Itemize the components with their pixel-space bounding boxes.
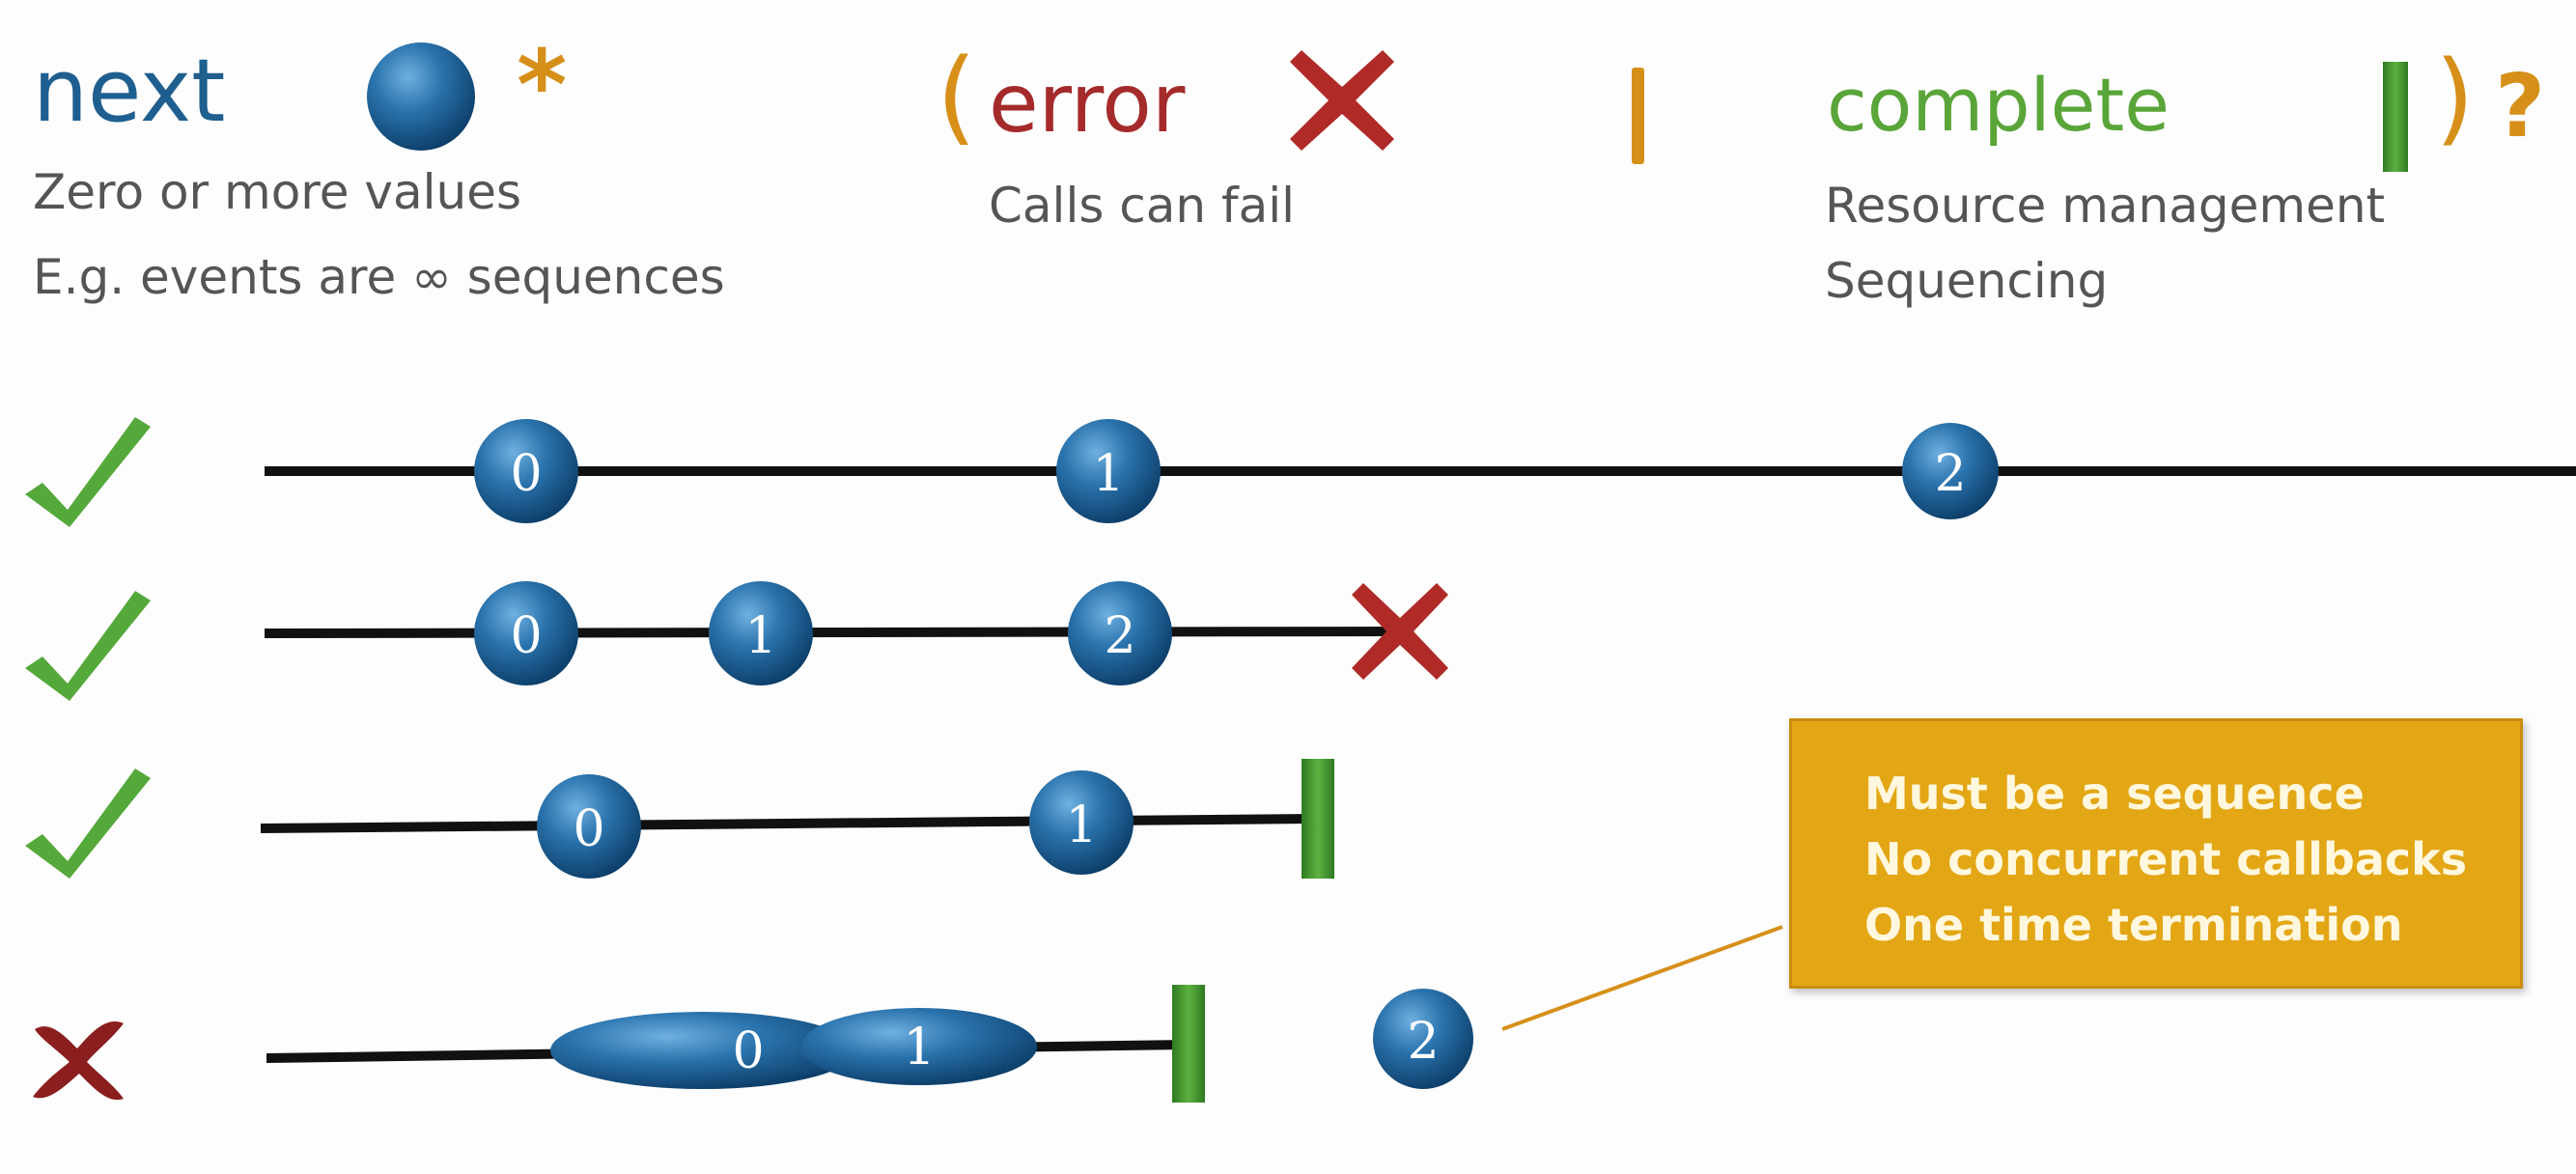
svg-text:2: 2 (1934, 445, 1966, 503)
timeline-1-value-2: 2 (1902, 423, 1999, 519)
timeline-3-line (260, 814, 1314, 833)
timeline-3-value-0: 0 (537, 774, 641, 879)
timeline-3-complete-bar (1302, 759, 1334, 879)
open-paren: ( (937, 37, 977, 155)
error-description: Calls can fail (989, 178, 1296, 234)
complete-description-1: Resource management (1825, 178, 2386, 234)
svg-text:0: 0 (732, 1022, 764, 1080)
invalid-cross-icon (33, 1021, 124, 1101)
complete-label: complete (1827, 62, 2170, 148)
close-paren: ) (2435, 39, 2475, 156)
svg-text:0: 0 (573, 800, 604, 858)
timeline-4-late-value-2: 2 (1373, 989, 1473, 1089)
timeline-4-complete-bar (1172, 985, 1205, 1103)
timeline-1-value-0: 0 (474, 419, 578, 523)
complete-bar-icon (2383, 62, 2408, 172)
valid-check-icon (25, 769, 151, 879)
timeline-3-value-1: 1 (1029, 770, 1134, 875)
or-separator-bar (1632, 68, 1644, 164)
callout-line-3: One time termination (1864, 899, 2403, 951)
timeline-4-value-0: 0 (550, 1012, 855, 1089)
timeline-2-error-cross-icon (1352, 583, 1448, 680)
optional-question-mark: ? (2495, 56, 2546, 157)
next-label: next (33, 41, 226, 142)
svg-text:0: 0 (510, 607, 542, 665)
zero-or-more-asterisk: * (517, 29, 568, 142)
timeline-2-line (264, 627, 1391, 638)
svg-text:0: 0 (510, 445, 542, 503)
error-label: error (989, 56, 1186, 151)
error-cross-icon (1290, 50, 1394, 151)
svg-text:1: 1 (1065, 797, 1097, 854)
svg-text:2: 2 (1407, 1013, 1439, 1071)
svg-text:1: 1 (903, 1019, 935, 1076)
callout-line-1: Must be a sequence (1864, 768, 2365, 820)
svg-text:2: 2 (1104, 607, 1135, 665)
svg-text:1: 1 (744, 607, 776, 665)
svg-text:1: 1 (1092, 445, 1124, 503)
next-description-2: E.g. events are ∞ sequences (33, 249, 725, 305)
complete-description-2: Sequencing (1825, 253, 2109, 309)
callout-line-2: No concurrent callbacks (1864, 833, 2468, 885)
timeline-1-value-1: 1 (1056, 419, 1161, 523)
timeline-2-value-0: 0 (474, 581, 578, 685)
next-value-ball-icon (367, 42, 475, 151)
timeline-2-value-1: 1 (709, 581, 813, 685)
timeline-4-value-1: 1 (801, 1008, 1037, 1085)
rules-callout: Must be a sequence No concurrent callbac… (1789, 718, 2523, 989)
callout-connector-line (1501, 925, 1783, 1031)
next-description-1: Zero or more values (33, 164, 522, 220)
timeline-2-value-2: 2 (1068, 581, 1172, 685)
valid-check-icon (25, 591, 151, 701)
valid-check-icon (25, 417, 151, 527)
